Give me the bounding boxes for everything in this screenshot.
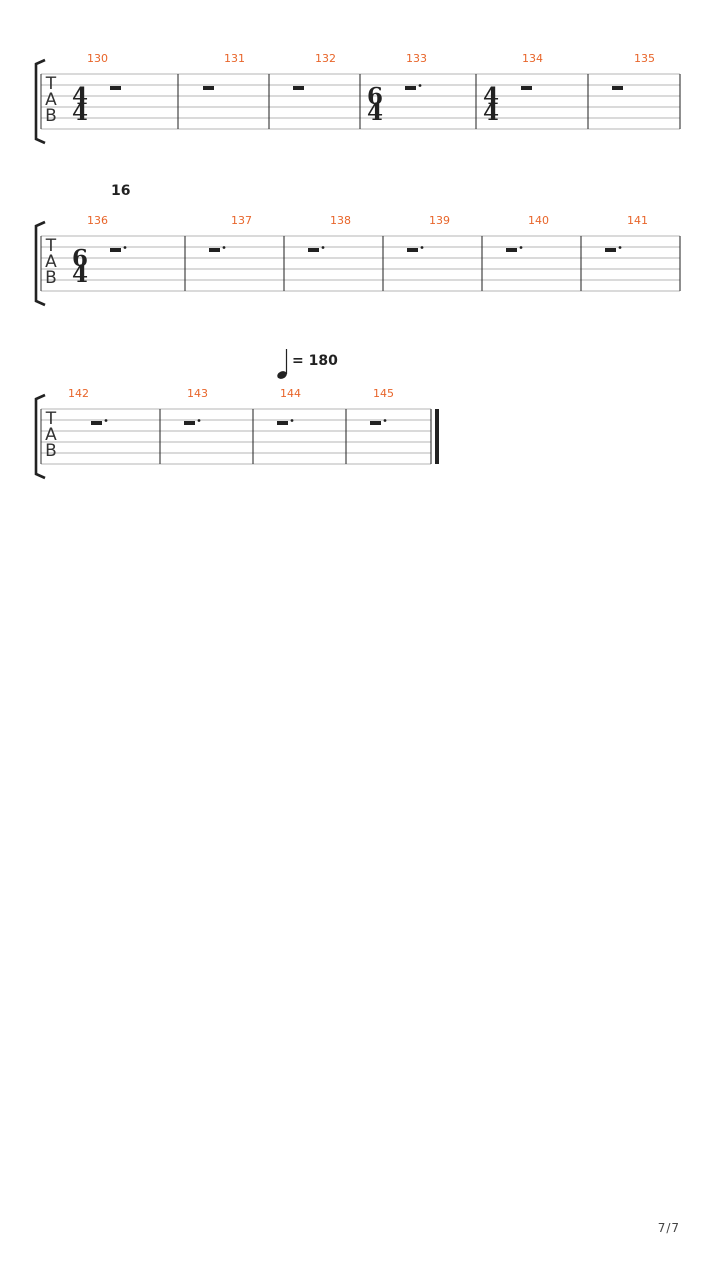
- half-rest-icon: [110, 248, 121, 252]
- time-signature-top: 6: [367, 83, 383, 110]
- final-barline: [435, 409, 439, 464]
- measure-number: 130: [87, 52, 108, 65]
- dot-icon: [420, 246, 424, 249]
- tab-clef-letter: T: [45, 409, 57, 429]
- half-rest-icon: [605, 248, 616, 252]
- half-rest-icon: [293, 86, 304, 90]
- half-rest-icon: [407, 248, 418, 252]
- measure-number: 145: [373, 387, 394, 400]
- measure-number: 139: [429, 214, 450, 227]
- time-signature-top: 4: [483, 83, 499, 110]
- half-rest-icon: [308, 248, 319, 252]
- measure-number: 138: [330, 214, 351, 227]
- measure-number: 141: [627, 214, 648, 227]
- measure-number: 134: [522, 52, 543, 65]
- tab-clef-letter: T: [45, 236, 57, 256]
- tab-clef-letter: B: [45, 268, 57, 288]
- half-rest-icon: [209, 248, 220, 252]
- system-bracket: [34, 58, 46, 145]
- dot-icon: [519, 246, 523, 249]
- time-signature-bottom: 4: [72, 99, 88, 126]
- dot-icon: [123, 246, 127, 249]
- half-rest-icon: [203, 86, 214, 90]
- measure-number: 133: [406, 52, 427, 65]
- dot-icon: [321, 246, 325, 249]
- dot-icon: [383, 419, 387, 422]
- measure-number: 144: [280, 387, 301, 400]
- quarter-note-icon: [277, 371, 287, 379]
- measure-number: 137: [231, 214, 252, 227]
- half-rest-icon: [405, 86, 416, 90]
- time-signature-top: 6: [72, 245, 88, 272]
- time-signature-bottom: 4: [367, 99, 383, 126]
- half-rest-icon: [370, 421, 381, 425]
- system-bracket: [34, 220, 46, 307]
- tab-clef-letter: A: [45, 90, 57, 110]
- dot-icon: [104, 419, 108, 422]
- dot-icon: [618, 246, 622, 249]
- half-rest-icon: [110, 86, 121, 90]
- time-signature-top: 4: [72, 83, 88, 110]
- half-rest-icon: [612, 86, 623, 90]
- half-rest-icon: [91, 421, 102, 425]
- tab-clef-letter: T: [45, 74, 57, 94]
- time-signature-bottom: 4: [483, 99, 499, 126]
- half-rest-icon: [506, 248, 517, 252]
- measure-number: 142: [68, 387, 89, 400]
- measure-number: 135: [634, 52, 655, 65]
- dot-icon: [222, 246, 226, 249]
- system-bracket: [34, 393, 46, 480]
- tab-clef-letter: A: [45, 252, 57, 272]
- tab-clef-letter: B: [45, 441, 57, 461]
- tab-clef-letter: A: [45, 425, 57, 445]
- half-rest-icon: [184, 421, 195, 425]
- measure-number: 143: [187, 387, 208, 400]
- dot-icon: [197, 419, 201, 422]
- tempo-marking: = 180: [292, 353, 338, 369]
- measure-number: 140: [528, 214, 549, 227]
- measure-number: 136: [87, 214, 108, 227]
- half-rest-icon: [277, 421, 288, 425]
- time-signature-bottom: 4: [72, 261, 88, 288]
- tab-clef-letter: B: [45, 106, 57, 126]
- measure-number: 132: [315, 52, 336, 65]
- dot-icon: [418, 84, 422, 87]
- dot-icon: [290, 419, 294, 422]
- section-number: 16: [111, 183, 130, 199]
- page-number: 7/7: [657, 1221, 680, 1235]
- measure-number: 131: [224, 52, 245, 65]
- half-rest-icon: [521, 86, 532, 90]
